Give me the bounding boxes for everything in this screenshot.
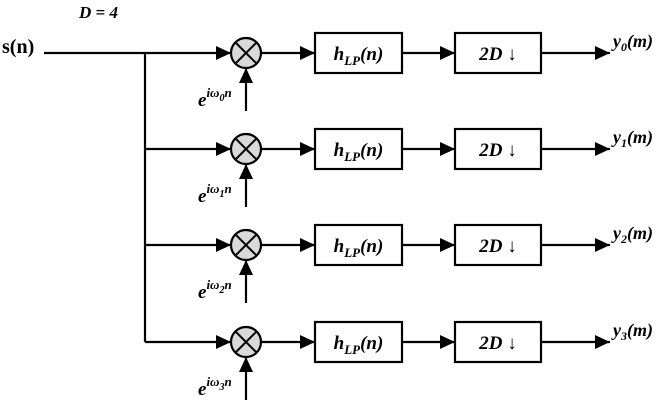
lowpass-filter-label: hLP(n) [334,44,384,68]
multiply-icon [234,330,258,354]
filter-input-arrow [300,142,315,156]
exponential-label: eiω2n [198,277,232,303]
decimator-input-arrow [440,335,455,349]
downsampler-box [453,127,543,171]
lowpass-filter-label: hLP(n) [334,333,384,357]
lowpass-filter-box [313,320,404,364]
downsampler-label: 2D ↓ [478,333,516,354]
lowpass-filter-label: hLP(n) [334,236,384,260]
mixer-input-arrow [216,238,231,252]
exponential-input-arrow [239,260,253,275]
output-signal-label: y1(m) [611,127,653,150]
output-arrow [595,238,610,252]
multiply-icon [234,137,258,161]
exponential-label: eiω0n [198,85,232,111]
filter-input-arrow [300,46,315,60]
channel-1: eiω1n hLP(n) 2D ↓ y1(m) [145,127,653,207]
filter-input-arrow [300,335,315,349]
exponential-input-arrow [239,68,253,83]
channel-2: eiω2n hLP(n) 2D ↓ y2(m) [145,223,653,303]
multiply-icon [234,233,258,257]
channel-0: eiω0n hLP(n) 2D ↓ y0(m) [198,31,653,111]
output-signal-label: y3(m) [611,320,653,343]
output-arrow [595,335,610,349]
decimator-input-arrow [440,238,455,252]
mixer-input-arrow [216,142,231,156]
exponential-label: eiω3n [198,374,232,400]
downsampler-box [453,320,543,364]
lowpass-filter-label: hLP(n) [334,140,384,164]
input-signal-label: s(n) [2,36,34,58]
filter-input-arrow [300,238,315,252]
downsampler-label: 2D ↓ [478,44,516,65]
downsampler-box [453,223,543,267]
exponential-input-arrow [239,357,253,372]
channels: eiω0n hLP(n) 2D ↓ y0(m) eiω1n hLP(n) 2D ↓ y1(m)… [145,31,653,400]
output-arrow [595,46,610,60]
channel-3: eiω3n hLP(n) 2D ↓ y3(m) [145,320,653,400]
lowpass-filter-box [313,223,404,267]
output-signal-label: y0(m) [611,31,653,54]
downsampler-label: 2D ↓ [478,140,516,161]
exponential-input-arrow [239,164,253,179]
downsampler-label: 2D ↓ [478,236,516,257]
decimator-input-arrow [440,46,455,60]
output-signal-label: y2(m) [611,223,653,246]
decimation-factor-label: D = 4 [78,3,118,22]
output-arrow [595,142,610,156]
mixer-input-arrow [216,335,231,349]
multiply-icon [234,41,258,65]
exponential-label: eiω1n [198,181,232,207]
mixer-input-arrow [216,46,231,60]
decimator-input-arrow [440,142,455,156]
